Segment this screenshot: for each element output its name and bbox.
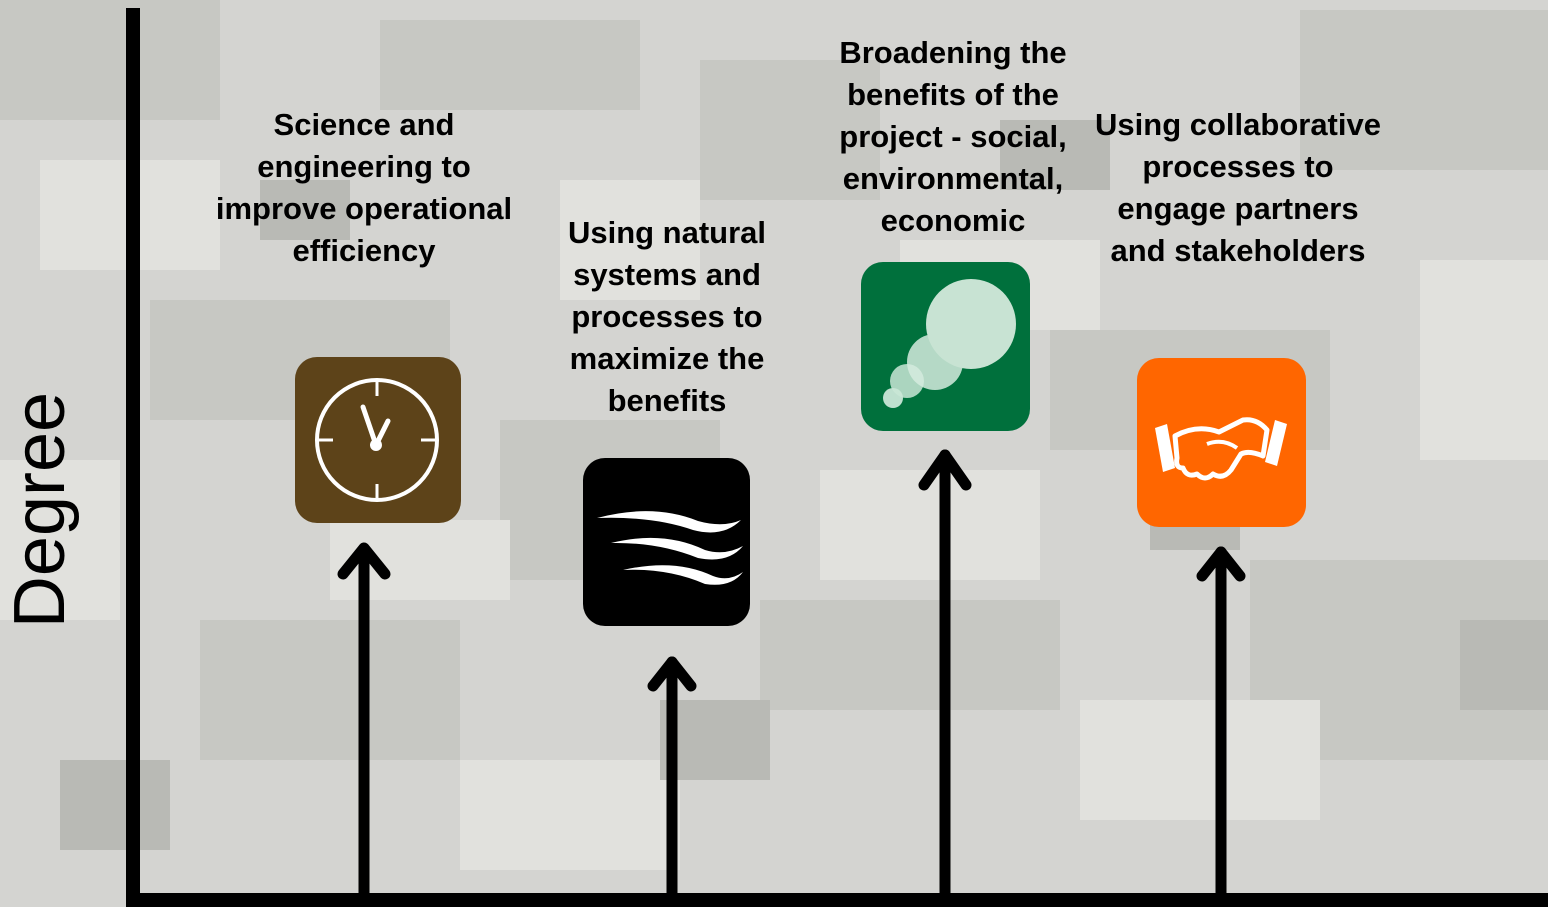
handshake-tile [1137, 358, 1306, 527]
label-operational-efficiency: Science and engineering to improve opera… [215, 107, 513, 268]
arrow-operational-efficiency [337, 542, 391, 899]
arrow-collaborative-processes [1196, 546, 1246, 899]
clock-icon [315, 378, 439, 502]
label-collaborative-processes: Using collaborative processes to engage … [1095, 107, 1381, 268]
clock-tile [295, 357, 461, 523]
x-axis-line [126, 893, 1548, 907]
waves-tile [583, 458, 750, 626]
label-natural-systems: Using natural systems and processes to m… [567, 215, 767, 418]
handshake-icon [1155, 417, 1287, 481]
bubbles-tile [861, 262, 1030, 431]
y-axis-line [126, 8, 140, 907]
label-broadening-benefits: Broadening the benefits of the project -… [839, 35, 1067, 238]
arrow-natural-systems [647, 656, 697, 899]
waves-icon [597, 511, 743, 585]
arrow-broadening-benefits [918, 449, 972, 899]
bubbles-icon [883, 279, 1016, 408]
